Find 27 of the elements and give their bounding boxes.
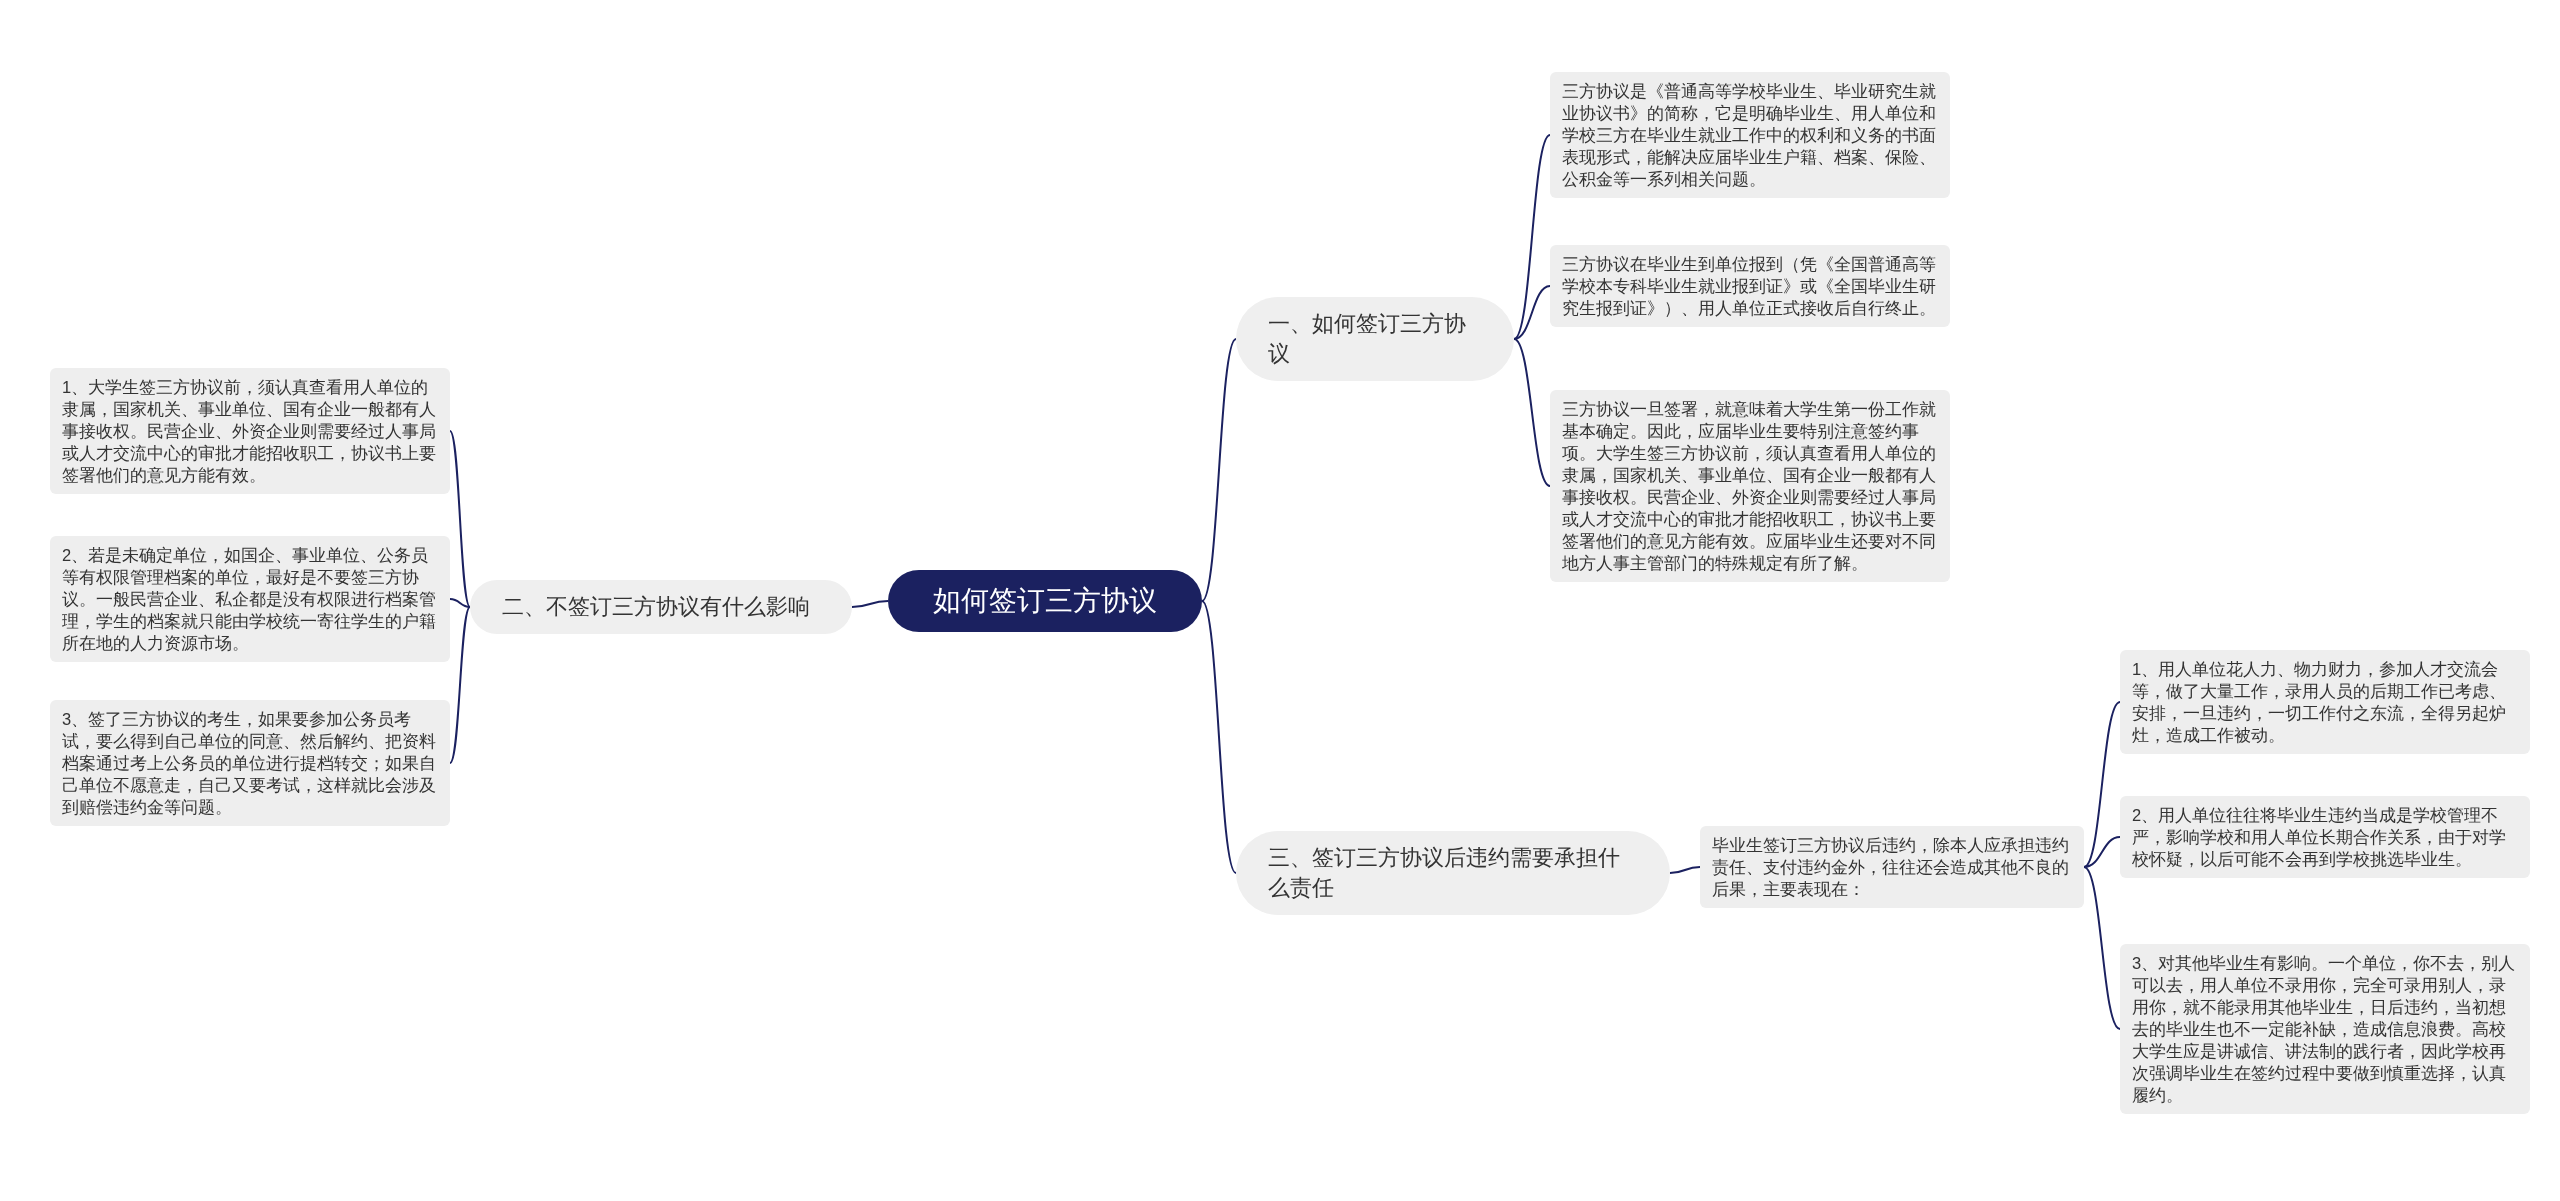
- connector-line: [1513, 285, 1551, 340]
- note-box: 三方协议在毕业生到单位报到（凭《全国普通高等学校本专科毕业生就业报到证》或《全国毕业生研究生报到证》）、用人单位正式接收后自行终止。: [1550, 245, 1950, 327]
- note-box: 3、对其他毕业生有影响。一个单位，你不去，别人可以去，用人单位不录用你，完全可录用别人，录用你，就不能录用其他毕业生，日后违约，当初想去的毕业生也不一定能补缺，造成信息浪费。高校大学生应是讲诚信、讲法制的践行者，因此学校再次强调毕业生在签约过程中要做到慎重选择，认真履约。: [2120, 944, 2530, 1114]
- note-box: 三方协议一旦签署，就意味着大学生第一份工作就基本确定。因此，应届毕业生要特别注意签约事项。大学生签三方协议前，须认真查看用人单位的隶属，国家机关、事业单位、国有企业一般都有人事接收权。民营企业、外资企业则需要经过人事局或人才交流中心的审批才能招收职工，协议书上要签署他们的意见方能有效。应届毕业生还要对不同地方人事主管部门的特殊规定有所了解。: [1550, 390, 1950, 582]
- branch-topic: 三、签订三方协议后违约需要承担什么责任: [1236, 831, 1670, 915]
- connector-line: [1201, 600, 1237, 874]
- connector-line: [1513, 134, 1551, 340]
- connector-line: [851, 600, 889, 608]
- connector-line: [1201, 338, 1237, 602]
- branch-topic: 二、不签订三方协议有什么影响: [470, 580, 852, 634]
- note-box: 毕业生签订三方协议后违约，除本人应承担违约责任、支付违约金外，往往还会造成其他不良的后果，主要表现在：: [1700, 826, 2084, 908]
- note-box: 3、签了三方协议的考生，如果要参加公务员考试，要么得到自己单位的同意、然后解约、把资料档案通过考上公务员的单位进行提档转交；如果自己单位不愿意走，自己又要考试，这样就比会涉及到赔偿违约金等问题。: [50, 700, 450, 826]
- connector-line: [2083, 866, 2121, 1030]
- note-box: 1、用人单位花人力、物力财力，参加人才交流会等，做了大量工作，录用人员的后期工作已考虑、安排，一旦违约，一切工作付之东流，全得另起炉灶，造成工作被动。: [2120, 650, 2530, 754]
- note-box: 1、大学生签三方协议前，须认真查看用人单位的隶属，国家机关、事业单位、国有企业一般都有人事接收权。民营企业、外资企业则需要经过人事局或人才交流中心的审批才能招收职工，协议书上要签署他们的意见方能有效。: [50, 368, 450, 494]
- connector-line: [1513, 338, 1551, 487]
- branch-topic: 一、如何签订三方协议: [1236, 297, 1514, 381]
- note-box: 三方协议是《普通高等学校毕业生、毕业研究生就业协议书》的简称，它是明确毕业生、用人单位和学校三方在毕业生就业工作中的权利和义务的书面表现形式，能解决应届毕业生户籍、档案、保险、公积金等一系列相关问题。: [1550, 72, 1950, 198]
- connector-line: [449, 430, 471, 608]
- connector-line: [449, 606, 471, 764]
- note-box: 2、若是未确定单位，如国企、事业单位、公务员等有权限管理档案的单位，最好是不要签三方协议。一般民营企业、私企都是没有权限进行档案管理，学生的档案就只能由学校统一寄往学生的户籍所在地的人力资源市场。: [50, 536, 450, 662]
- note-box: 2、用人单位往往将毕业生违约当成是学校管理不严，影响学校和用人单位长期合作关系，由于对学校怀疑，以后可能不会再到学校挑选毕业生。: [2120, 796, 2530, 878]
- central-topic: 如何签订三方协议: [888, 570, 1202, 632]
- connector-line: [1669, 866, 1701, 874]
- connector-line: [2083, 836, 2121, 868]
- connector-line: [2083, 701, 2121, 868]
- connector-line: [449, 598, 471, 608]
